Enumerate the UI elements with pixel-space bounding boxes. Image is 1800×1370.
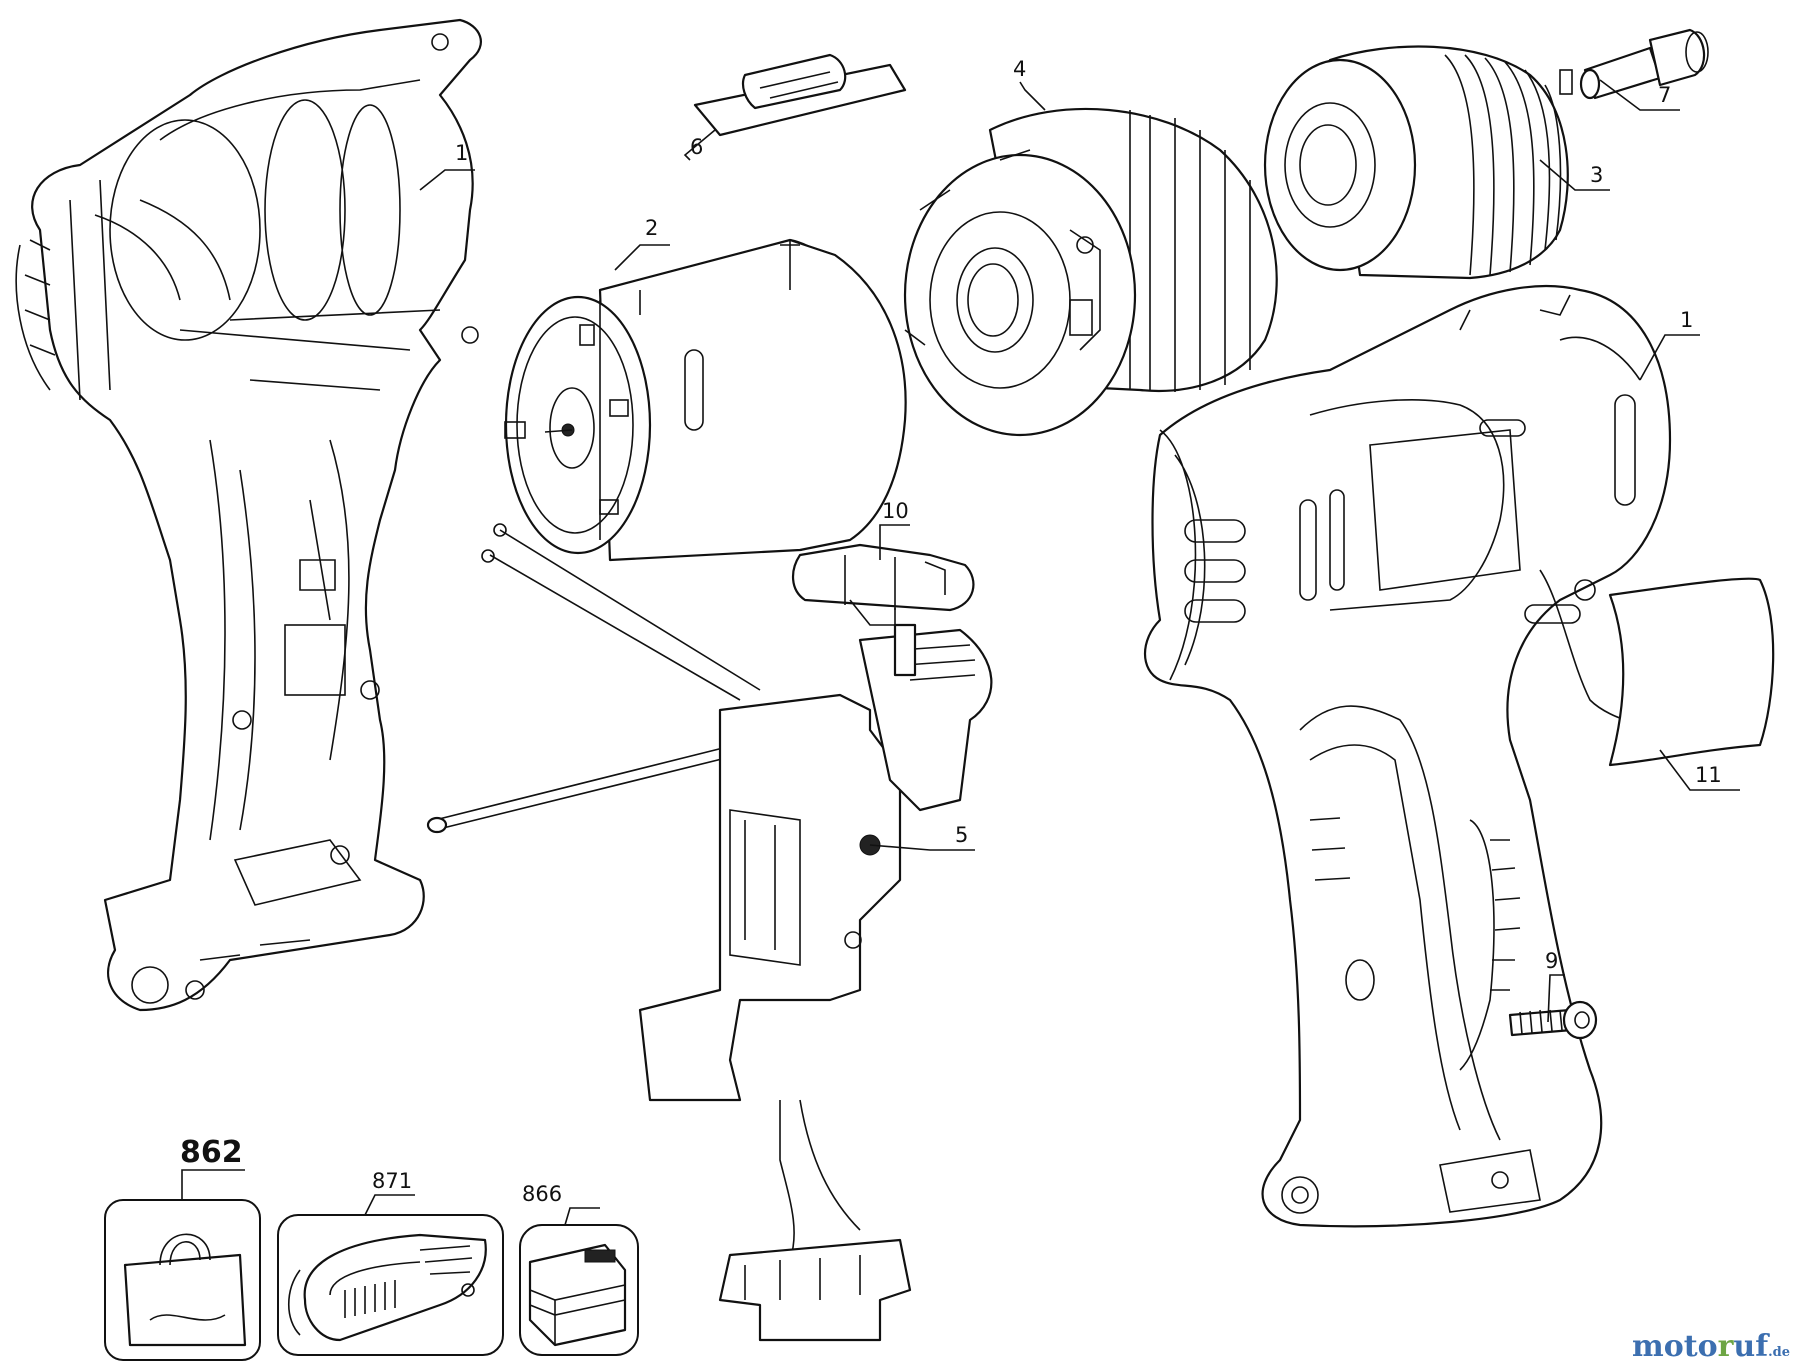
accessory-battery-box [519,1224,639,1356]
callout-4: 4 [1013,57,1026,81]
callout-9: 9 [1545,949,1558,973]
callout-1-right: 1 [1680,308,1693,332]
callout-6: 6 [690,135,703,159]
wire-clip [792,543,975,626]
watermark-part-2: r [1717,1329,1734,1364]
callout-866: 866 [522,1182,562,1206]
motor [504,238,907,562]
housing-left-half [15,18,482,1012]
callout-2: 2 [645,216,658,240]
trigger-switch [426,523,993,1342]
accessory-charger-box [277,1214,504,1356]
housing-right-assembled [1144,284,1672,1228]
callout-3: 3 [1590,163,1603,187]
forward-reverse-button [693,53,907,137]
watermark-logo: motoruf.de [1632,1329,1790,1364]
accessory-bag-box [104,1199,261,1361]
chuck-screw [1579,28,1709,100]
chuck [1263,45,1573,280]
housing-screw [1508,1000,1598,1040]
callout-10: 10 [882,499,909,523]
callout-862: 862 [180,1135,243,1170]
gearbox [903,107,1278,437]
label-sticker [1608,577,1775,767]
watermark-part-3: uf [1733,1329,1769,1364]
leader-lines [181,79,1740,1226]
watermark-part-4: .de [1768,1345,1790,1360]
watermark-part-1: moto [1631,1329,1718,1364]
callout-1-left: 1 [455,141,468,165]
callout-11: 11 [1695,763,1722,787]
callout-871: 871 [372,1169,412,1193]
callout-5: 5 [955,823,968,847]
callout-7: 7 [1658,83,1671,107]
